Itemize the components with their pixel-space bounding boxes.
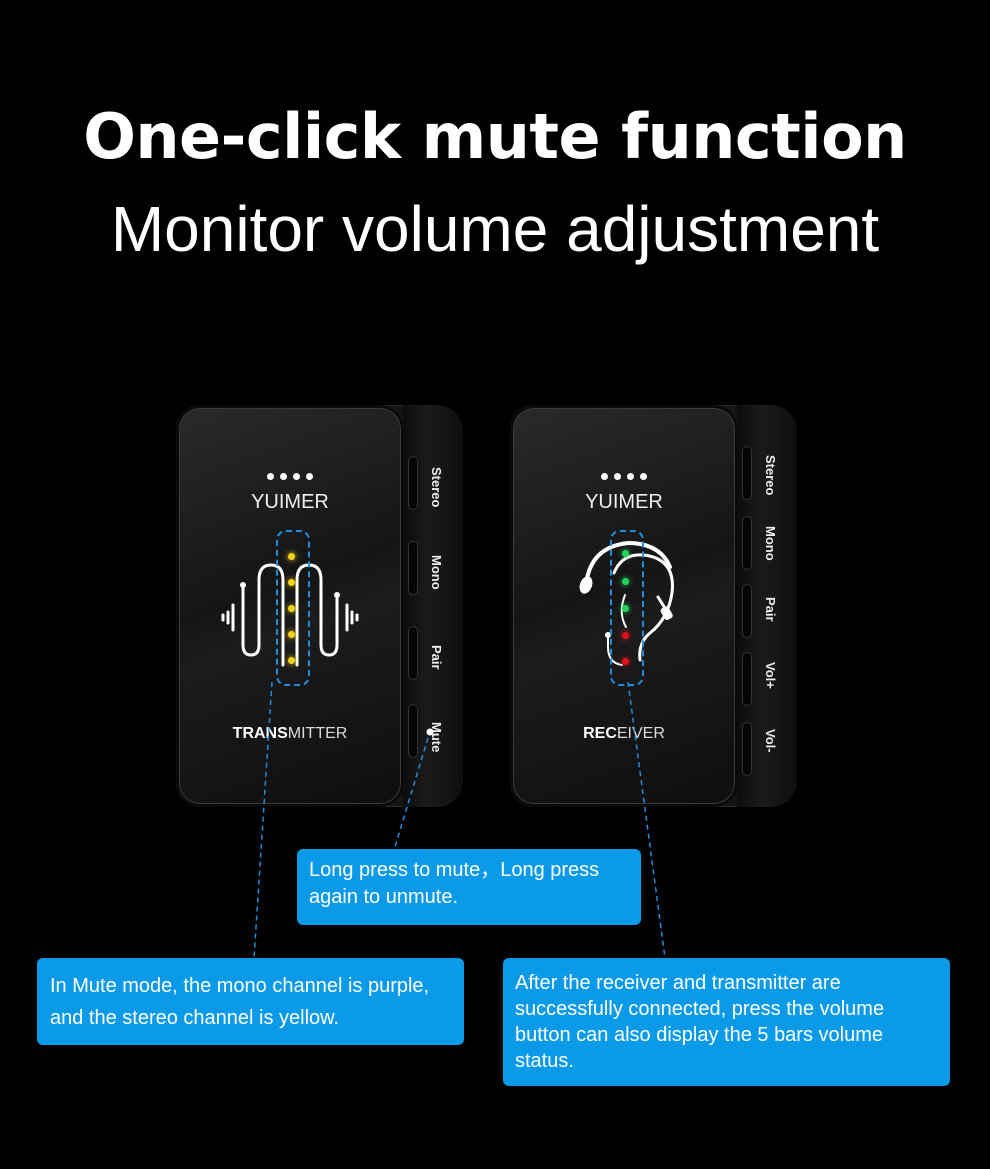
transmitter-indicator-light — [288, 605, 295, 612]
ear-headset-icon — [579, 540, 674, 666]
receiver-indicator-light — [622, 632, 629, 639]
volume-down-button-label: Vol- — [763, 729, 778, 753]
volume-down-button[interactable] — [743, 723, 751, 775]
stereo-button-label: Stereo — [429, 466, 444, 508]
pair-button[interactable] — [409, 627, 417, 679]
pair-button[interactable] — [743, 585, 751, 637]
transmitter-face: YUIMER TRANSMITTER — [176, 405, 404, 807]
headline: One-click mute function — [83, 100, 907, 173]
battery-dots — [510, 465, 738, 484]
receiver-indicator-light — [622, 658, 629, 665]
transmitter-label: TRANSMITTER — [232, 725, 348, 742]
transmitter-device: YUIMER TRANSMITTER Stereo Mono Pair Mute — [176, 405, 463, 807]
pair-button-label: Pair — [763, 596, 778, 622]
volume-up-button-label: Vol+ — [763, 661, 778, 689]
mute-callout: Long press to mute，Long press again to u… — [297, 849, 641, 925]
pair-button-label: Pair — [429, 644, 444, 670]
subheadline: Monitor volume adjustment — [110, 193, 880, 265]
receiver-brand: YUIMER — [585, 491, 663, 513]
transmitter-indicator-highlight — [276, 530, 310, 686]
stereo-button[interactable] — [743, 447, 751, 499]
receiver-indicator-light — [622, 578, 629, 585]
mute-button[interactable] — [409, 705, 417, 757]
battery-dots — [176, 465, 404, 484]
transmitter-indicator-light — [288, 657, 295, 664]
transmitter-indicator-light — [288, 553, 295, 560]
stereo-button-label: Stereo — [763, 454, 778, 496]
receiver-indicator-highlight — [610, 530, 644, 686]
receiver-indicator-light — [622, 550, 629, 557]
volume-callout: After the receiver and transmitter are s… — [503, 958, 950, 1086]
mono-button[interactable] — [409, 542, 417, 594]
transmitter-brand: YUIMER — [251, 491, 329, 513]
receiver-face: YUIMER RECEIVER — [510, 405, 738, 807]
mute-button-label: Mute — [429, 721, 444, 753]
stereo-button[interactable] — [409, 457, 417, 509]
receiver-device: YUIMER RECEIVER Stereo Mono Pair Vol+ Vo… — [510, 405, 797, 807]
receiver-label: RECEIVER — [583, 725, 665, 742]
volume-up-button[interactable] — [743, 653, 751, 705]
mono-button[interactable] — [743, 517, 751, 569]
mono-button-label: Mono — [763, 525, 778, 561]
transmitter-indicator-light — [288, 631, 295, 638]
receiver-indicator-light — [622, 605, 629, 612]
transmitter-indicator-light — [288, 579, 295, 586]
mute-mode-callout: In Mute mode, the mono channel is purple… — [37, 958, 464, 1045]
mono-button-label: Mono — [429, 554, 444, 590]
